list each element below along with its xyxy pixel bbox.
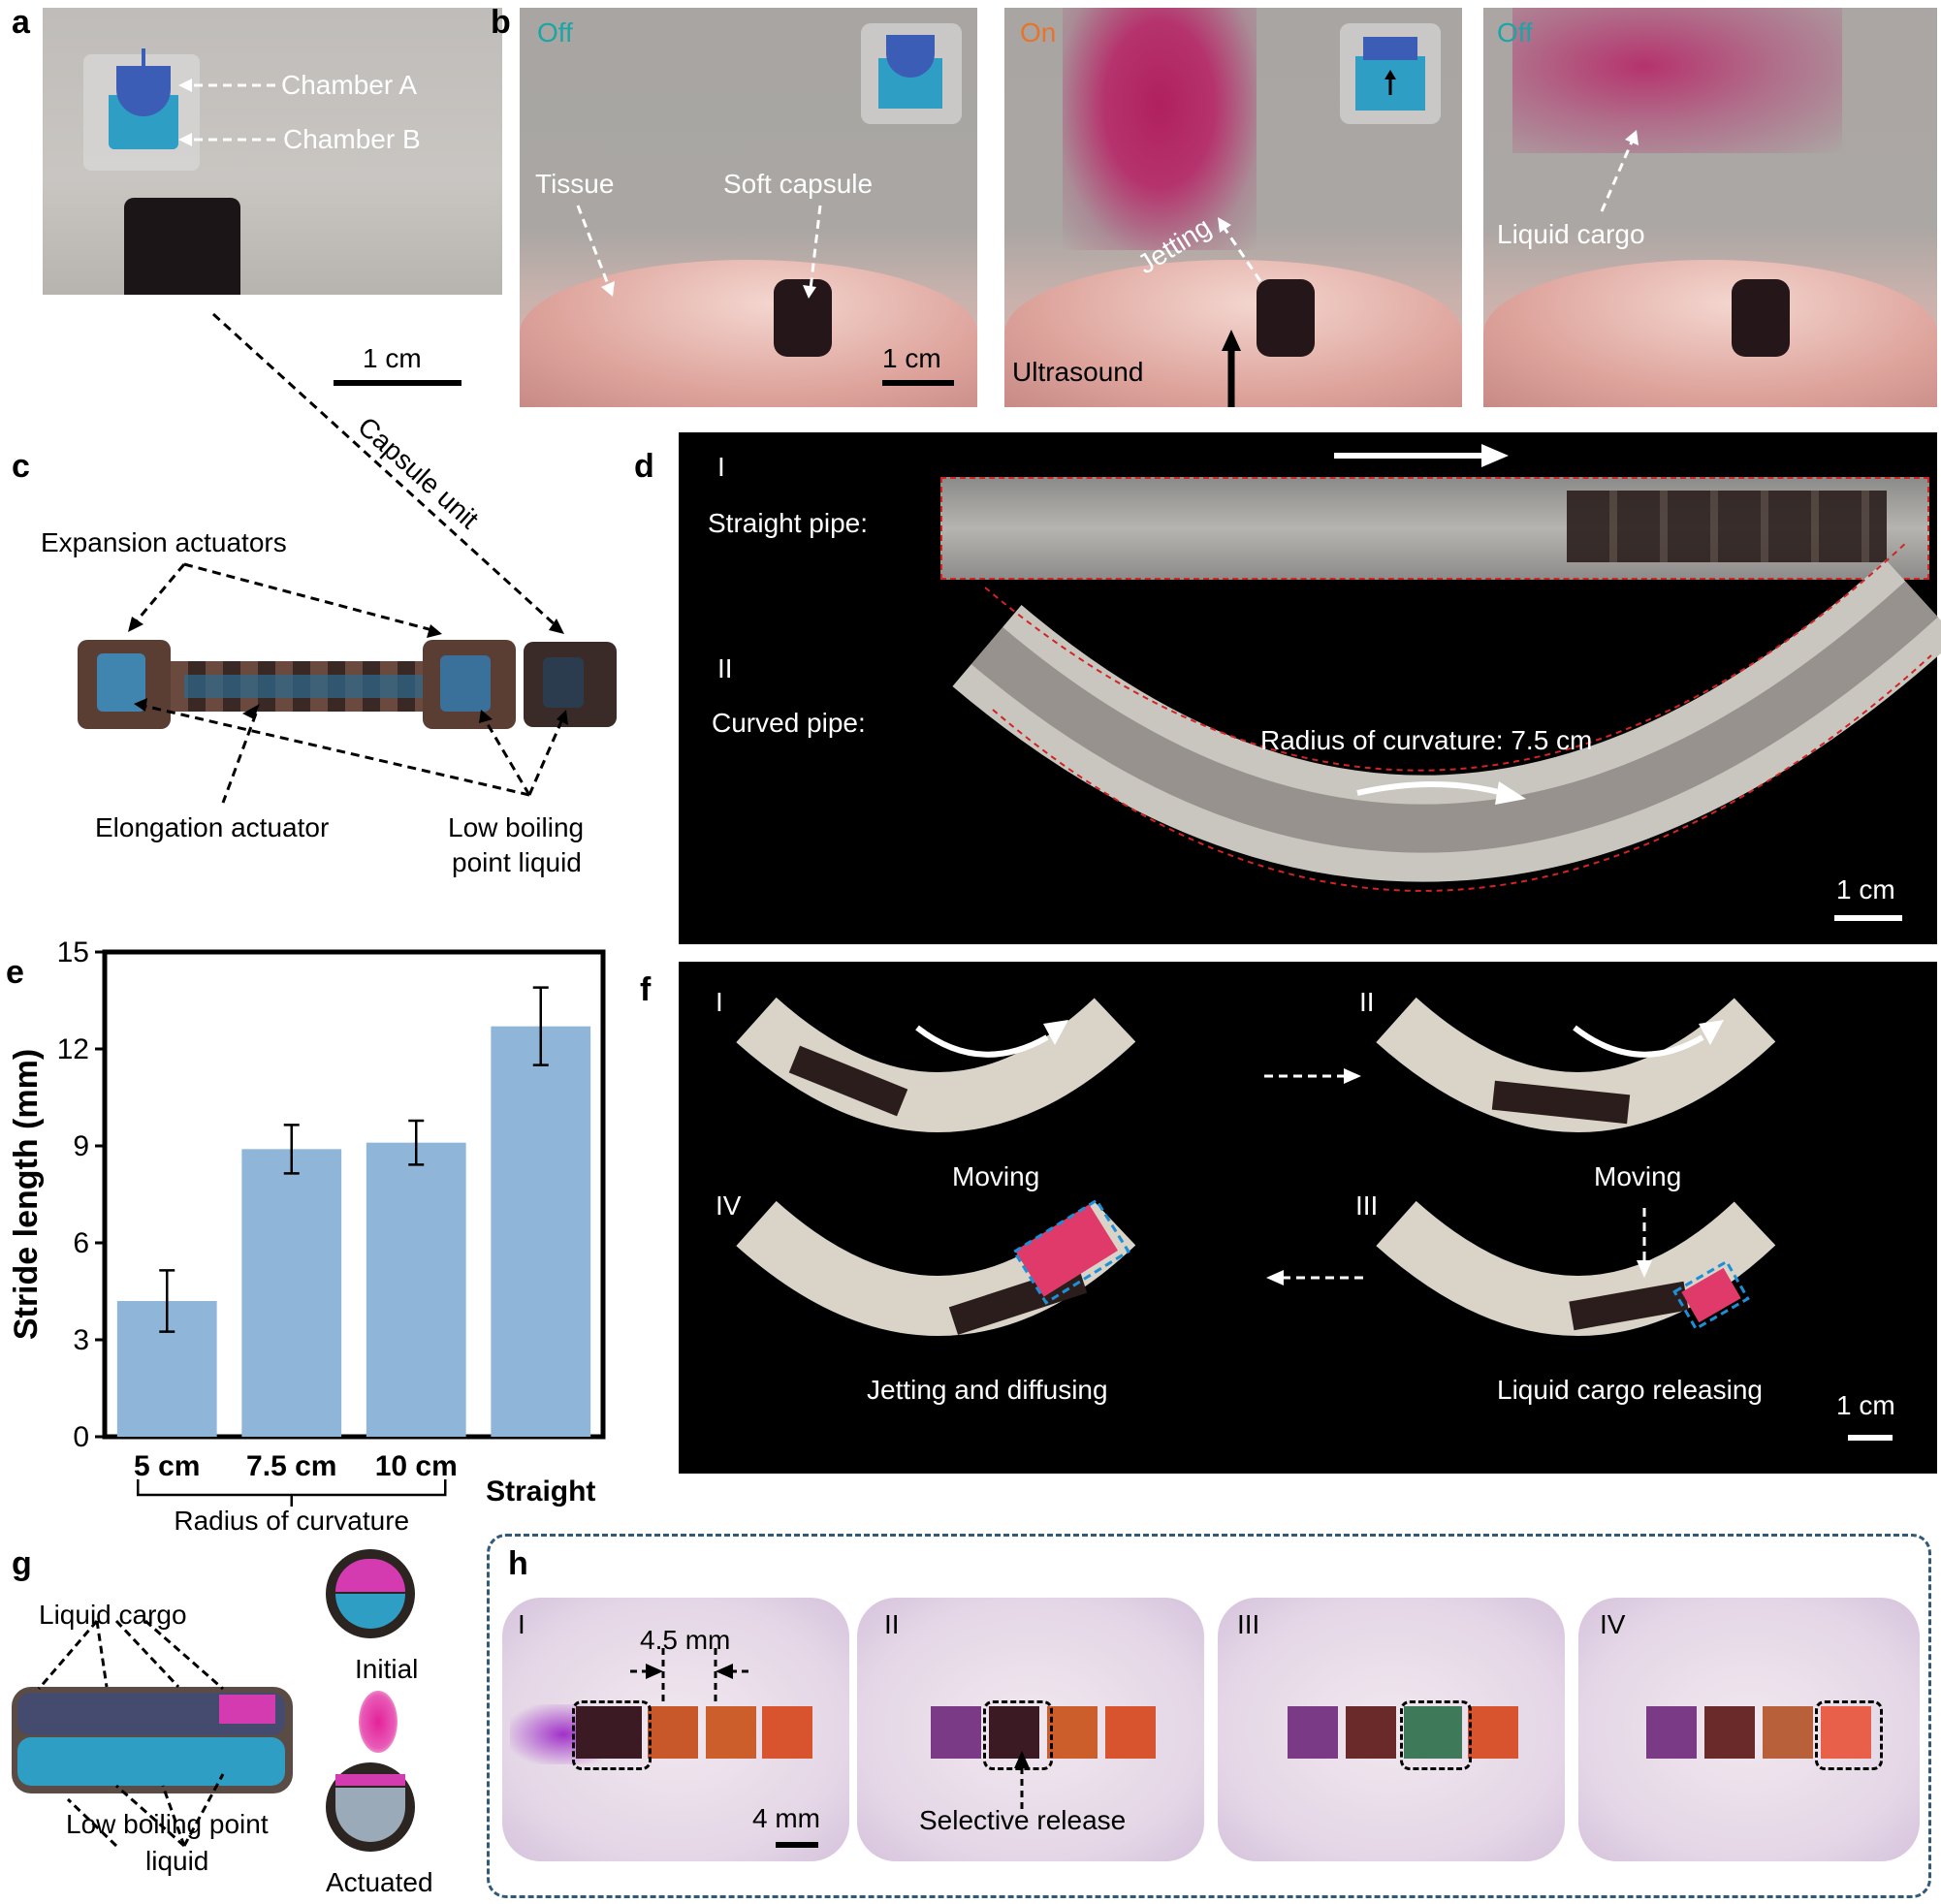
- actuated-label: Actuated: [326, 1867, 433, 1897]
- capsule-robot-render: [78, 636, 626, 733]
- x-category-label: 10 cm: [375, 1450, 458, 1482]
- y-tick-label: 6: [73, 1227, 89, 1259]
- panel-f-roman-1: I: [716, 987, 723, 1017]
- bar-3: [491, 1026, 591, 1437]
- panel-f-roman-4: IV: [716, 1190, 742, 1221]
- panel-b-frame2-arrows: [1218, 70, 1396, 407]
- panel-f-photo: [679, 962, 1937, 1474]
- panel-a-arrows: [178, 79, 275, 146]
- frame1-state: Off: [537, 17, 573, 48]
- group-label: Radius of curvature: [174, 1506, 409, 1536]
- y-tick-label: 9: [73, 1130, 89, 1162]
- elongation-actuator-label: Elongation actuator: [95, 812, 330, 842]
- panel-f-scale-label: 1 cm: [1836, 1390, 1895, 1420]
- panel-d-letter: d: [634, 448, 654, 485]
- expansion-actuators-label: Expansion actuators: [41, 527, 287, 557]
- chamber-b-label: Chamber B: [283, 124, 421, 154]
- panel-f-letter: f: [640, 971, 652, 1008]
- g-capsule-render: [12, 1687, 293, 1793]
- ultrasound-label: Ultrasound: [1012, 357, 1144, 387]
- panel-d-roman-1: I: [717, 452, 725, 482]
- h-photo-1: [502, 1598, 849, 1861]
- panel-a-scale-label: 1 cm: [363, 343, 422, 373]
- panel-f-roman-3: III: [1355, 1190, 1379, 1221]
- x-category-label: 5 cm: [134, 1450, 200, 1482]
- panel-b-scale-label: 1 cm: [882, 343, 941, 373]
- liquid-cargo-label: Liquid cargo: [1497, 219, 1645, 249]
- bar-2: [366, 1142, 466, 1437]
- moving-label-2: Moving: [1594, 1161, 1682, 1191]
- g-low-boiling-label-2: liquid: [145, 1846, 209, 1876]
- h-photo-3: [1218, 1598, 1565, 1861]
- frame2-state: On: [1020, 17, 1057, 48]
- frame3-state: Off: [1497, 17, 1533, 48]
- initial-state-render: [326, 1549, 415, 1638]
- panel-a-scale-bar: [334, 380, 461, 386]
- soft-capsule-label: Soft capsule: [723, 169, 874, 199]
- actuated-state-render: [326, 1762, 415, 1852]
- y-axis-label: Stride length (mm): [8, 1049, 45, 1340]
- panel-b-scale-bar: [882, 380, 954, 386]
- cargo-releasing-label: Liquid cargo releasing: [1497, 1375, 1763, 1405]
- panel-d-roman-2: II: [717, 653, 733, 683]
- initial-label: Initial: [355, 1654, 419, 1684]
- g-liquid-cargo-label: Liquid cargo: [39, 1600, 187, 1630]
- selective-release-label: Selective release: [919, 1805, 1127, 1835]
- moving-label-1: Moving: [952, 1161, 1040, 1191]
- y-tick-label: 15: [57, 936, 89, 968]
- panel-a-photo: [43, 8, 502, 295]
- panel-h-frame: [487, 1534, 1931, 1898]
- panel-c-arrows: [128, 312, 568, 804]
- panel-a-letter: a: [12, 4, 30, 41]
- straight-pipe-label: Straight pipe:: [708, 508, 868, 538]
- radius-label: Radius of curvature: 7.5 cm: [1260, 725, 1593, 755]
- panel-d-arrows: [1334, 444, 1526, 805]
- low-boiling-label-1: Low boiling: [448, 812, 585, 842]
- panel-b-frame3-arrows: [1600, 130, 1639, 212]
- panel-h-letter: h: [508, 1545, 528, 1582]
- panel-h-arrows: [630, 1648, 1030, 1809]
- chamber-a-label: Chamber A: [281, 70, 418, 100]
- h-photo-4: [1578, 1598, 1920, 1861]
- panel-f-arrows: [915, 1020, 1724, 1285]
- x-category-label: Straight: [486, 1476, 595, 1507]
- g-low-boiling-label-1: Low boiling point: [66, 1809, 269, 1839]
- panel-b-letter: b: [491, 4, 511, 41]
- h-roman-4: IV: [1600, 1609, 1626, 1639]
- panel-f-roman-2: II: [1359, 987, 1375, 1017]
- jetting-diffusing-label: Jetting and diffusing: [867, 1375, 1108, 1405]
- panel-g-letter: g: [12, 1545, 32, 1582]
- x-category-label: 7.5 cm: [246, 1450, 336, 1482]
- panel-g-arrows: [37, 1619, 225, 1848]
- curved-pipe-label: Curved pipe:: [712, 708, 866, 738]
- y-tick-label: 0: [73, 1421, 89, 1453]
- panel-d-scale-bar: [1834, 915, 1902, 921]
- chart-frame: [102, 949, 606, 1440]
- panel-f-scale-bar: [1848, 1435, 1893, 1441]
- panel-b-frame1-arrows: [576, 205, 822, 299]
- panel-d-scale-label: 1 cm: [1836, 874, 1895, 904]
- h-scale-label: 4 mm: [752, 1803, 820, 1833]
- bar-1: [241, 1149, 342, 1437]
- h-photo-2: [857, 1598, 1204, 1861]
- h-roman-1: I: [518, 1609, 525, 1639]
- low-boiling-label-2: point liquid: [452, 847, 582, 877]
- h-roman-2: II: [884, 1609, 900, 1639]
- panel-c-letter: c: [12, 448, 30, 485]
- panel-d-photo: [679, 432, 1941, 944]
- y-tick-label: 12: [57, 1033, 89, 1065]
- actuated-plume: [359, 1691, 398, 1753]
- panel-b-frame-3: [1483, 8, 1937, 407]
- y-tick-label: 3: [73, 1324, 89, 1356]
- h-roman-3: III: [1237, 1609, 1260, 1639]
- h-scale-bar: [776, 1842, 818, 1848]
- tissue-label: Tissue: [535, 169, 615, 199]
- panel-e-letter: e: [6, 954, 24, 991]
